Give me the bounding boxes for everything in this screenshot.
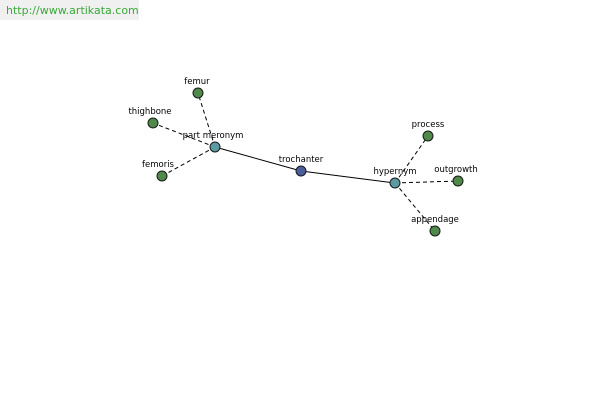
center-node-trochanter[interactable] [295,165,307,177]
graph-nodes [147,87,464,237]
relation-node-part-meronym[interactable] [209,141,221,153]
edge-trochanter-part-meronym [214,146,302,172]
graph-labels: trochanter part meronym hypernym femur thigh… [128,77,477,225]
word-node-femur[interactable] [192,87,204,99]
word-node-femoris[interactable] [156,170,168,182]
word-node-thighbone[interactable] [147,117,159,129]
graph-edges [152,92,459,232]
edge-trochanter-hypernym [300,170,396,184]
relation-label-part-meronym: part meronym [183,131,244,141]
word-label-process: process [412,120,445,130]
edge-part-meronym-femoris [161,146,216,177]
url-banner: http://www.artikata.com [0,0,139,20]
word-label-femoris: femoris [142,160,175,170]
relation-node-hypernym[interactable] [389,177,401,189]
word-label-appendage: appendage [411,215,459,225]
word-label-outgrowth: outgrowth [434,165,478,175]
word-label-femur: femur [184,77,210,87]
word-node-appendage[interactable] [429,225,441,237]
center-label-trochanter: trochanter [279,155,324,165]
edge-hypernym-outgrowth [394,180,459,184]
word-label-thighbone: thighbone [128,107,171,117]
word-node-process[interactable] [422,130,434,142]
edge-hypernym-appendage [394,182,436,232]
relation-label-hypernym: hypernym [373,167,416,177]
word-node-outgrowth[interactable] [452,175,464,187]
edge-part-meronym-femur [197,92,216,148]
edge-hypernym-process [394,135,429,184]
site-url-link[interactable]: http://www.artikata.com [6,4,139,17]
